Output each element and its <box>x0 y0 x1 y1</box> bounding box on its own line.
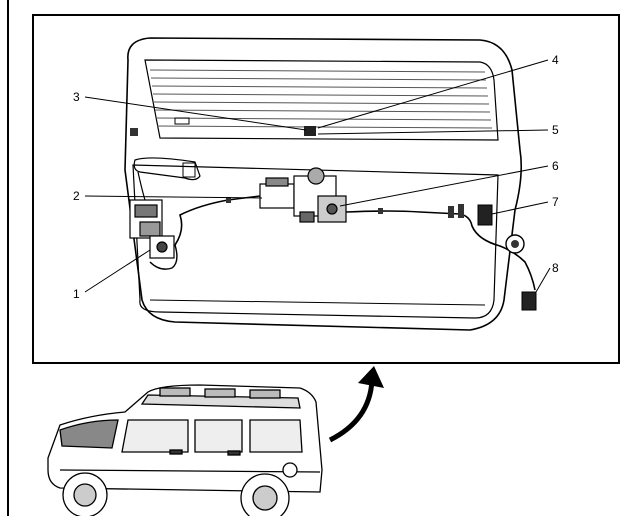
callout-leaders <box>84 59 551 293</box>
harness-clips <box>226 197 464 218</box>
callout-7: 7 <box>552 195 559 209</box>
location-arrow <box>328 379 375 443</box>
left-border-rule <box>7 0 9 516</box>
vehicle-locator <box>47 384 323 516</box>
liftgate-lower-edge <box>149 299 486 306</box>
callout-2: 2 <box>73 189 80 203</box>
liftgate-outer-outline <box>124 37 522 331</box>
callout-4: 4 <box>552 53 559 67</box>
wiring-harness <box>174 195 536 291</box>
callout-5: 5 <box>552 123 559 137</box>
glass-corner-bracket <box>130 128 138 136</box>
rear-glass-outline <box>144 59 499 141</box>
liftgate-handle <box>133 157 201 181</box>
harness-branch-handle <box>137 171 146 201</box>
harness-branch-latch <box>149 244 178 270</box>
window-connector <box>304 126 316 136</box>
connector-8 <box>521 291 537 311</box>
glass-defroster-lines <box>149 69 493 129</box>
latch-assembly <box>129 199 175 259</box>
wiper-motor-assembly <box>259 167 347 223</box>
callout-1: 1 <box>73 287 80 301</box>
glass-clip <box>174 117 190 125</box>
liftgate-inner-outline <box>132 164 499 319</box>
connector-7 <box>477 204 493 226</box>
callout-8: 8 <box>552 261 559 275</box>
callout-6: 6 <box>552 159 559 173</box>
detail-view-frame <box>32 14 620 364</box>
harness-grommet-center <box>511 240 519 248</box>
handle-switch <box>182 162 196 178</box>
callout-3: 3 <box>73 90 80 104</box>
location-arrow-head <box>358 366 384 388</box>
